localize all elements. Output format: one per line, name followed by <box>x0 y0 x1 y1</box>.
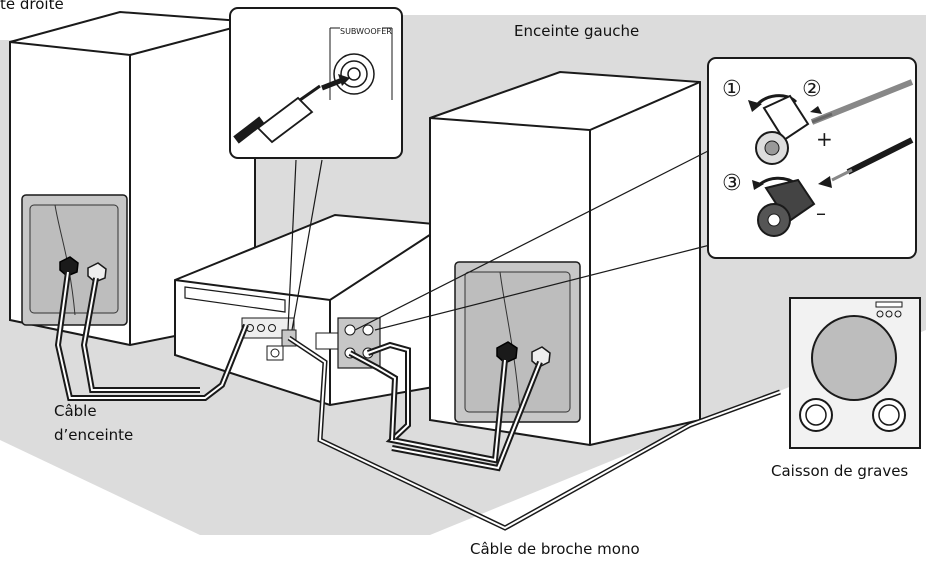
step-1-marker: ① <box>722 77 742 102</box>
right-speaker-cable <box>54 271 249 401</box>
terminal-steps-inset <box>707 57 917 259</box>
subwoofer <box>789 297 921 449</box>
left-speaker-cable <box>348 341 543 472</box>
main-unit <box>174 213 446 407</box>
minus-terminal-sign: – <box>816 201 826 225</box>
left-speaker-terminal-silver <box>531 346 551 368</box>
step-3-marker: ③ <box>722 171 742 196</box>
subwoofer-jack-label: SUBWOOFER <box>340 27 392 36</box>
left-speaker <box>429 70 701 447</box>
plus-terminal-sign: + <box>816 127 833 151</box>
mono-pin-cable <box>287 335 781 531</box>
speaker-cable-label-line1: Câble <box>54 402 97 420</box>
step-2-marker: ② <box>802 77 822 102</box>
mono-pin-cable-label: Câble de broche mono <box>470 540 640 558</box>
left-speaker-label: Enceinte gauche <box>514 22 640 40</box>
left-speaker-terminal-black <box>496 341 518 364</box>
right-speaker-label: te droite <box>0 0 64 13</box>
right-speaker-terminal-silver <box>87 262 107 283</box>
right-speaker-terminal-black <box>59 256 79 277</box>
speaker-cable-label-line2: d’enceinte <box>54 426 134 444</box>
callout-lines <box>287 149 711 331</box>
subwoofer-jack-inset <box>229 7 403 159</box>
subwoofer-label: Caisson de graves <box>771 462 909 480</box>
